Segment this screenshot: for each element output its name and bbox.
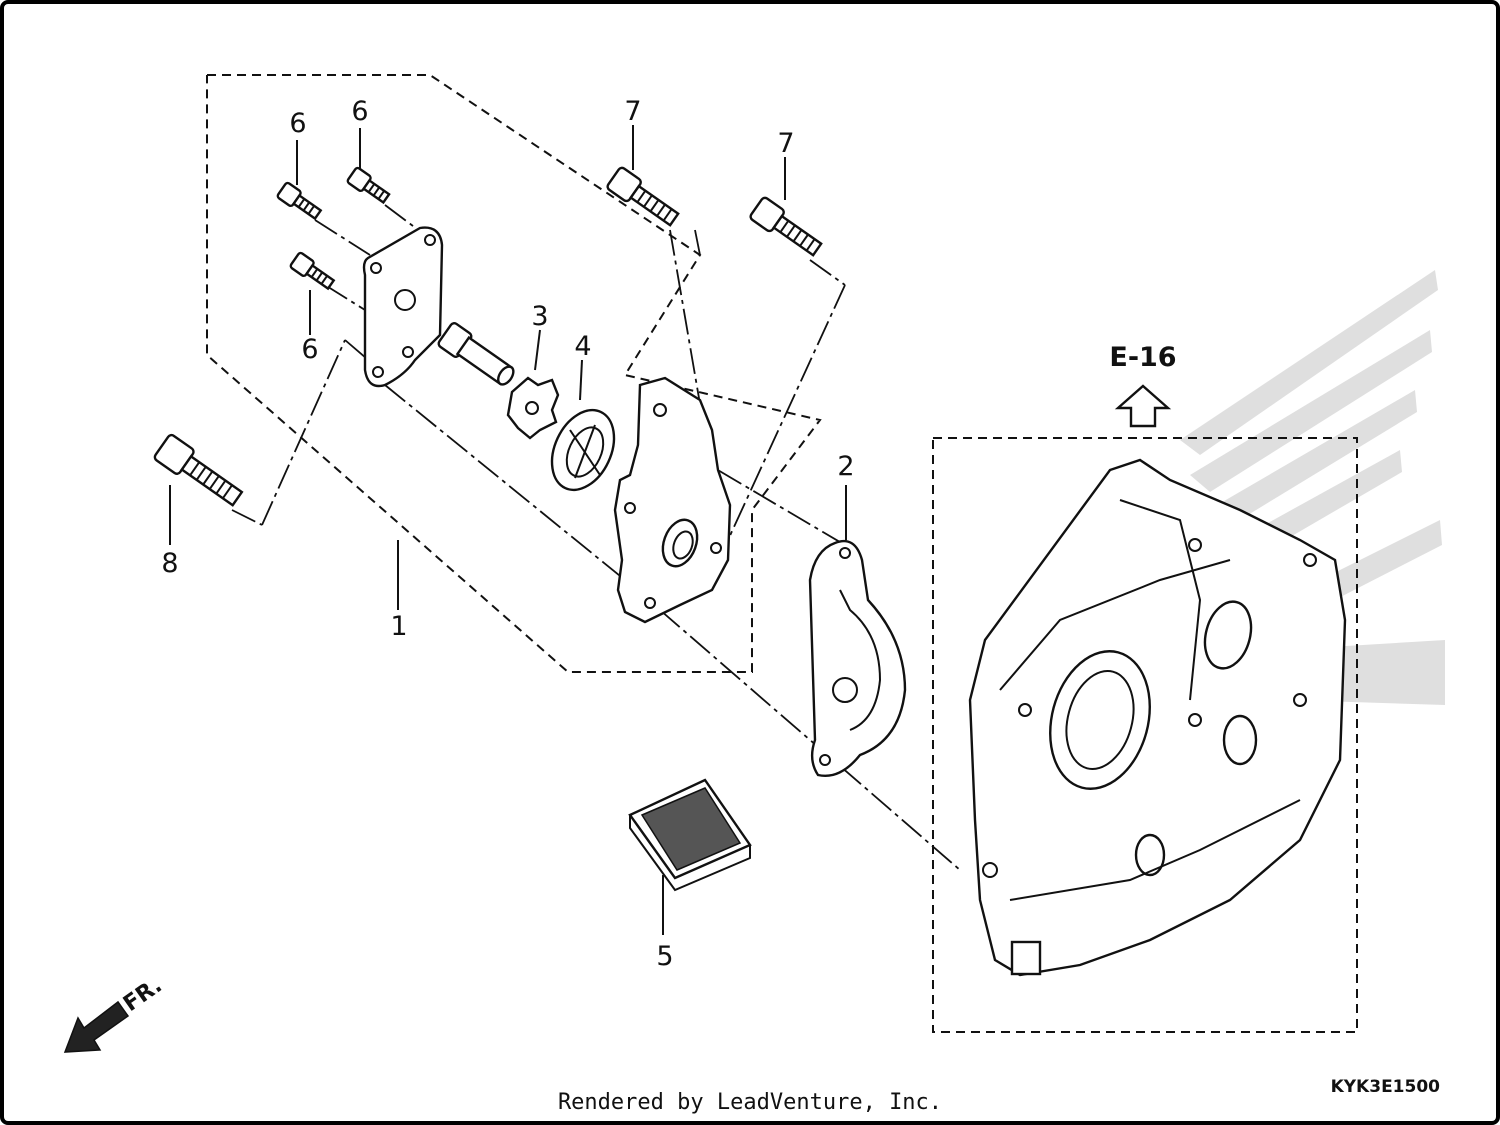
drawing-id: KYK3E1500 [1331,1077,1441,1097]
bolt-7-a [606,166,680,227]
group-outline-pump [206,74,822,673]
footer-credit: Rendered by LeadVenture, Inc. [557,1090,943,1115]
callout-6-c: 6 [301,334,318,365]
inner-rotor [506,376,560,440]
callout-labels: 1 2 3 4 5 6 6 6 7 7 8 [161,96,854,972]
pump-shaft [437,322,515,386]
front-marker-label: FR. [119,973,167,1017]
callout-6-a: 6 [289,108,306,139]
bolt-6-a [276,181,323,221]
callout-5: 5 [656,941,673,972]
callout-4: 4 [574,331,591,362]
alignment-lines [231,204,961,871]
pump-cover-plate [362,226,444,388]
callout-1: 1 [390,611,407,642]
oil-strainer-screen [628,778,752,892]
reference-code: E-16 [1109,342,1176,373]
pump-body [613,376,732,624]
callout-leaders [169,125,847,935]
crankcase-half [968,458,1347,977]
crankcase-reference-box [932,437,1358,1033]
outer-rotor [550,408,616,492]
bolt-7-b [749,196,823,257]
bolt-8 [153,433,244,507]
callout-8: 8 [161,548,178,579]
front-arrow-icon [63,1000,130,1053]
bolt-6-c [289,251,336,291]
callout-3: 3 [531,301,548,332]
pump-gasket [808,539,907,777]
callout-6-b: 6 [351,96,368,127]
bolt-6-b [346,166,391,205]
callout-7-a: 7 [624,96,641,127]
callout-7-b: 7 [777,128,794,159]
up-arrow-icon [1114,384,1172,428]
callout-2: 2 [837,451,854,482]
